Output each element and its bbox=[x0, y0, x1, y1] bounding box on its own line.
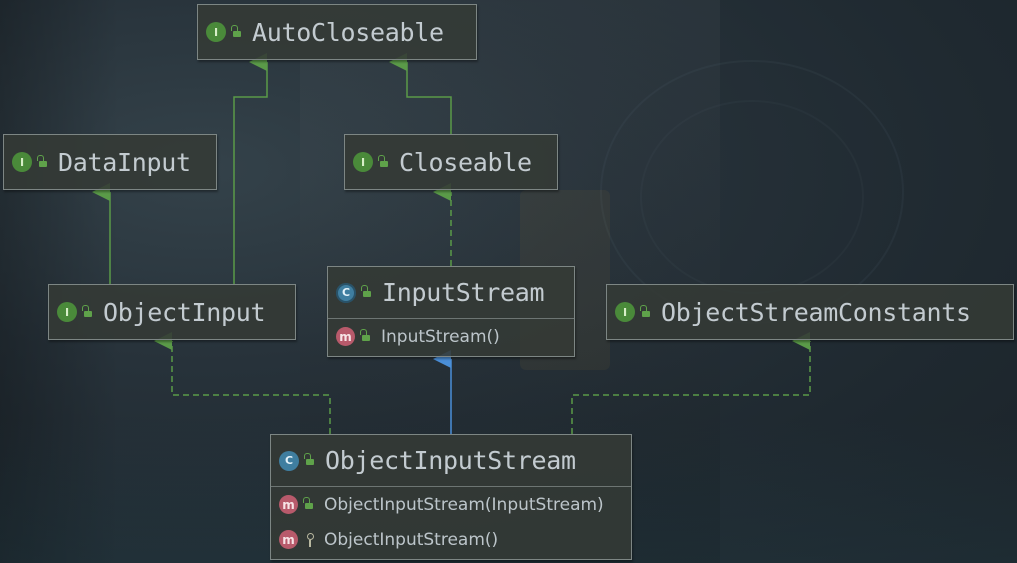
edge-objectinputstream-objectstreamconstants bbox=[571, 332, 811, 434]
node-objectinputstream[interactable]: C ObjectInputStream m ObjectInputStream(… bbox=[270, 434, 632, 560]
node-closeable[interactable]: I Closeable bbox=[344, 134, 558, 190]
node-autocloseable[interactable]: I AutoCloseable bbox=[197, 4, 477, 60]
public-lock-icon bbox=[360, 329, 371, 341]
protected-key-icon bbox=[304, 533, 314, 547]
node-header: C InputStream bbox=[328, 267, 574, 319]
node-title: AutoCloseable bbox=[252, 17, 444, 47]
node-title: ObjectStreamConstants bbox=[661, 297, 971, 327]
node-header: I Closeable bbox=[345, 135, 557, 189]
public-lock-icon bbox=[640, 304, 651, 317]
node-title: ObjectInput bbox=[103, 297, 266, 327]
node-header: C ObjectInputStream bbox=[271, 435, 631, 487]
edge-closeable-autocloseable bbox=[389, 53, 452, 134]
public-lock-icon bbox=[361, 285, 372, 297]
public-lock-icon bbox=[378, 154, 389, 167]
node-header: I ObjectStreamConstants bbox=[607, 285, 1013, 339]
interface-icon: I bbox=[615, 302, 635, 322]
interface-icon: I bbox=[353, 152, 373, 172]
interface-icon: I bbox=[206, 22, 226, 42]
public-lock-icon bbox=[82, 304, 93, 317]
method-signature: ObjectInputStream(InputStream) bbox=[324, 494, 604, 515]
node-title: DataInput bbox=[58, 147, 191, 177]
public-lock-icon bbox=[231, 24, 242, 37]
node-title: Closeable bbox=[399, 147, 532, 177]
edge-objectinput-autocloseable bbox=[233, 53, 268, 284]
node-title: InputStream bbox=[382, 278, 545, 307]
interface-icon: I bbox=[12, 152, 32, 172]
abstract-class-icon: C bbox=[336, 282, 356, 303]
edge-objectinputstream-objectinput bbox=[154, 332, 331, 434]
node-objectinput[interactable]: I ObjectInput bbox=[48, 284, 296, 340]
member-row[interactable]: m ObjectInputStream() bbox=[271, 522, 631, 557]
member-row[interactable]: m ObjectInputStream(InputStream) bbox=[271, 487, 631, 522]
member-row[interactable]: m InputStream() bbox=[328, 319, 574, 354]
node-inputstream[interactable]: C InputStream m InputStream() bbox=[327, 266, 575, 357]
node-datainput[interactable]: I DataInput bbox=[3, 134, 217, 190]
public-lock-icon bbox=[304, 453, 315, 465]
node-header: I ObjectInput bbox=[49, 285, 295, 339]
method-signature: InputStream() bbox=[381, 326, 500, 347]
public-lock-icon bbox=[303, 497, 314, 509]
node-objectstreamconstants[interactable]: I ObjectStreamConstants bbox=[606, 284, 1014, 340]
interface-icon: I bbox=[57, 302, 77, 322]
method-icon: m bbox=[336, 327, 355, 346]
node-title: ObjectInputStream bbox=[325, 446, 576, 475]
node-header: I DataInput bbox=[4, 135, 216, 189]
method-icon: m bbox=[279, 530, 298, 549]
public-lock-icon bbox=[37, 154, 48, 167]
node-header: I AutoCloseable bbox=[198, 5, 476, 59]
method-signature: ObjectInputStream() bbox=[324, 529, 499, 550]
class-icon: C bbox=[279, 450, 299, 471]
method-icon: m bbox=[279, 495, 298, 514]
